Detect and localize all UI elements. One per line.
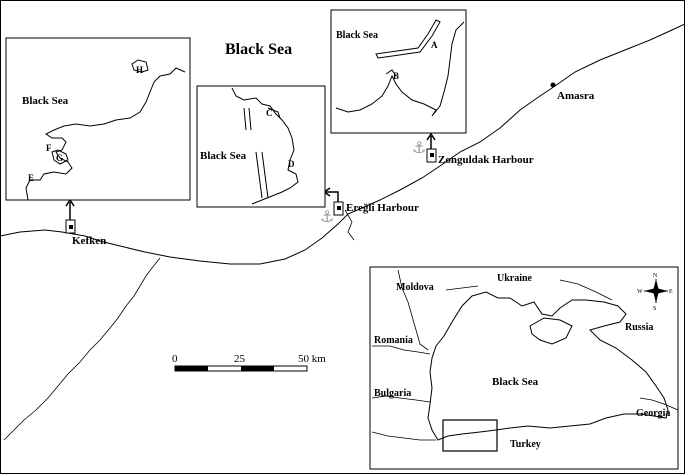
inset-zonguldak-coastline bbox=[335, 21, 465, 117]
inland-boundary-east bbox=[344, 209, 355, 241]
inset-kefken-site-g-outline bbox=[51, 149, 69, 165]
locator-study-area-box bbox=[442, 419, 498, 452]
site-b-label: B bbox=[393, 71, 399, 81]
compass-s-label: S bbox=[653, 306, 656, 312]
locator-border-moldova bbox=[397, 269, 429, 351]
country-bulgaria-label: Bulgaria bbox=[374, 388, 411, 399]
inset-eregli-pier bbox=[267, 107, 281, 119]
locator-border-georgia bbox=[639, 397, 679, 411]
site-a-label: A bbox=[431, 40, 438, 50]
kefken-label: Kefken bbox=[72, 235, 106, 247]
locator-map-frame bbox=[369, 266, 679, 470]
inset-zonguldak-pier bbox=[385, 69, 397, 77]
eregli-label: Ereğli Harbour bbox=[346, 202, 419, 214]
zonguldak-label: Zonguldak Harbour bbox=[438, 154, 534, 166]
eregli-anchor-icon: ⚓ bbox=[320, 207, 334, 226]
main-coastline bbox=[0, 23, 685, 265]
site-h-label: H bbox=[136, 65, 143, 75]
locator-black-sea-coastline bbox=[427, 291, 669, 441]
scale-bar-segment-1 bbox=[175, 366, 208, 371]
scale-label-25: 25 bbox=[234, 353, 246, 365]
site-c-label: C bbox=[266, 108, 273, 118]
inset-zonguldak-frame bbox=[330, 9, 467, 134]
locator-border-turkey-west bbox=[371, 431, 436, 441]
site-d-label: D bbox=[288, 159, 295, 169]
eregli-harbour-marker bbox=[337, 206, 341, 210]
scale-label-0: 0 bbox=[172, 353, 178, 365]
inset-zonguldak-sea-label: Black Sea bbox=[336, 30, 378, 41]
locator-sea-label: Black Sea bbox=[492, 376, 539, 388]
locator-river bbox=[445, 285, 479, 291]
amasra-label: Amasra bbox=[557, 90, 595, 102]
country-moldova-label: Moldova bbox=[396, 282, 434, 293]
kefken-marker bbox=[69, 225, 73, 229]
country-russia-label: Russia bbox=[625, 322, 653, 333]
main-sea-label: Black Sea bbox=[225, 41, 292, 58]
compass-n-label: N bbox=[653, 273, 658, 279]
scale-label-50: 50 km bbox=[298, 353, 326, 365]
country-georgia-label: Georgia bbox=[636, 408, 670, 419]
inset-eregli: Black Sea C D bbox=[196, 85, 326, 208]
inset-kefken: Black Sea H F G E bbox=[5, 37, 191, 201]
locator-border-bulgaria bbox=[371, 395, 431, 403]
site-f-label: F bbox=[46, 143, 52, 153]
inset-eregli-breakwater-1 bbox=[243, 107, 252, 131]
inset-eregli-coastline bbox=[231, 87, 299, 205]
compass-e-label: E bbox=[669, 289, 673, 295]
locator-border-ukraine-russia bbox=[559, 279, 613, 301]
inland-boundary-west bbox=[3, 257, 161, 441]
scale-bar-segment-3 bbox=[241, 366, 274, 371]
site-e-label: E bbox=[28, 173, 34, 183]
amasra-marker bbox=[550, 82, 556, 88]
compass-rose-icon: N S E W bbox=[637, 273, 673, 312]
zonguldak-pointer-arrow bbox=[426, 132, 436, 149]
country-turkey-label: Turkey bbox=[510, 439, 541, 450]
inset-eregli-sea-label: Black Sea bbox=[200, 150, 247, 162]
inset-zonguldak: Black Sea A B bbox=[330, 9, 467, 134]
inset-kefken-sea-label: Black Sea bbox=[22, 95, 69, 107]
country-romania-label: Romania bbox=[374, 335, 413, 346]
inset-kefken-frame bbox=[5, 37, 191, 201]
zonguldak-harbour-marker bbox=[430, 153, 434, 157]
country-ukraine-label: Ukraine bbox=[497, 273, 533, 284]
site-g-label: G bbox=[56, 153, 63, 163]
locator-crimea bbox=[529, 317, 573, 345]
scale-bar: 0 25 50 km bbox=[172, 353, 326, 372]
locator-map: Ukraine Moldova Romania Russia Bulgaria … bbox=[369, 266, 679, 470]
locator-border-romania bbox=[372, 345, 431, 355]
compass-w-label: W bbox=[637, 289, 643, 295]
inset-kefken-coastline bbox=[25, 67, 186, 201]
inset-zonguldak-breakwater bbox=[375, 19, 441, 59]
zonguldak-anchor-icon: ⚓ bbox=[412, 138, 426, 157]
inset-eregli-breakwater-2 bbox=[255, 151, 269, 199]
inset-kefken-site-h-outline bbox=[131, 59, 149, 73]
